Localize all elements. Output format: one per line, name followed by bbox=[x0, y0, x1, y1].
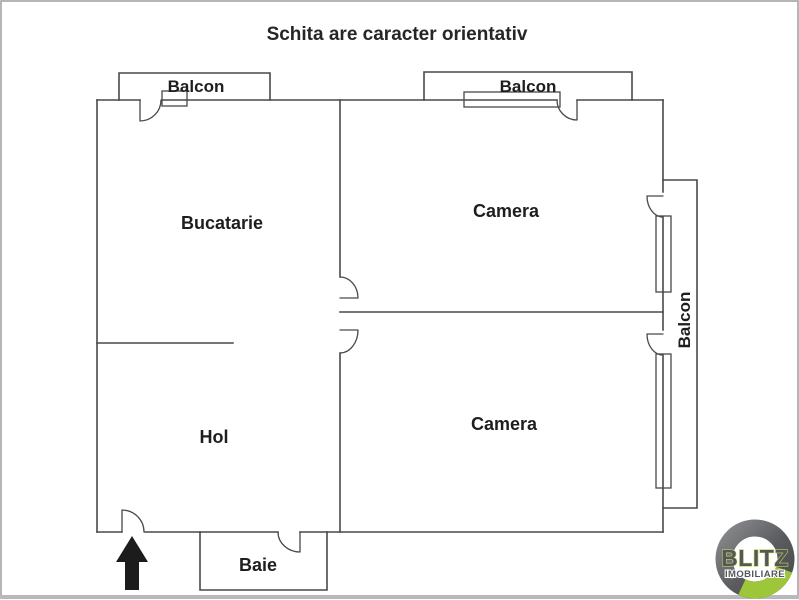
room-label-hall: Hol bbox=[200, 427, 229, 447]
walls bbox=[96, 71, 698, 591]
window-camera-lower bbox=[655, 353, 672, 489]
doors bbox=[121, 99, 664, 553]
image-border-bottom bbox=[0, 595, 799, 598]
plan-disclaimer-title: Schita are caracter orientativ bbox=[267, 24, 528, 45]
balcony-right-outline bbox=[662, 179, 698, 509]
door-entrance bbox=[121, 509, 145, 533]
logo-name-text: BLITZ bbox=[721, 545, 789, 571]
door-camera-upper-hall bbox=[339, 276, 359, 299]
balcony-top-middle-label: Balcon bbox=[500, 77, 557, 96]
room-label-bathroom: Baie bbox=[239, 555, 277, 575]
door-balcony-right-upper bbox=[646, 195, 664, 218]
balcony-right-label: Balcon bbox=[675, 292, 694, 349]
agency-logo: BLITZ IMOBILIARE bbox=[715, 519, 795, 599]
room-label-kitchen: Bucatarie bbox=[181, 213, 263, 233]
window-balcony-top bbox=[463, 91, 561, 108]
window-kitchen bbox=[161, 90, 188, 107]
windows bbox=[161, 90, 672, 489]
room-label-camera-lower: Camera bbox=[471, 414, 538, 434]
door-bathroom bbox=[277, 531, 301, 553]
door-camera-lower-hall bbox=[339, 329, 359, 354]
logo-ring-green-segment bbox=[738, 566, 793, 599]
logo-subtitle-text: IMOBILIARE bbox=[725, 569, 785, 580]
room-label-camera-upper: Camera bbox=[473, 201, 540, 221]
door-balcony-right-lower bbox=[646, 333, 664, 356]
door-balcony-kitchen bbox=[139, 99, 162, 122]
window-camera-upper bbox=[655, 215, 672, 293]
bathroom-outline bbox=[199, 531, 328, 591]
balcony-top-middle-outline bbox=[423, 71, 633, 101]
balcony-top-left-label: Balcon bbox=[168, 77, 225, 96]
door-balcony-camera-upper bbox=[556, 99, 578, 121]
entrance-arrow-icon bbox=[116, 536, 148, 590]
balcony-top-left-outline bbox=[118, 72, 271, 101]
